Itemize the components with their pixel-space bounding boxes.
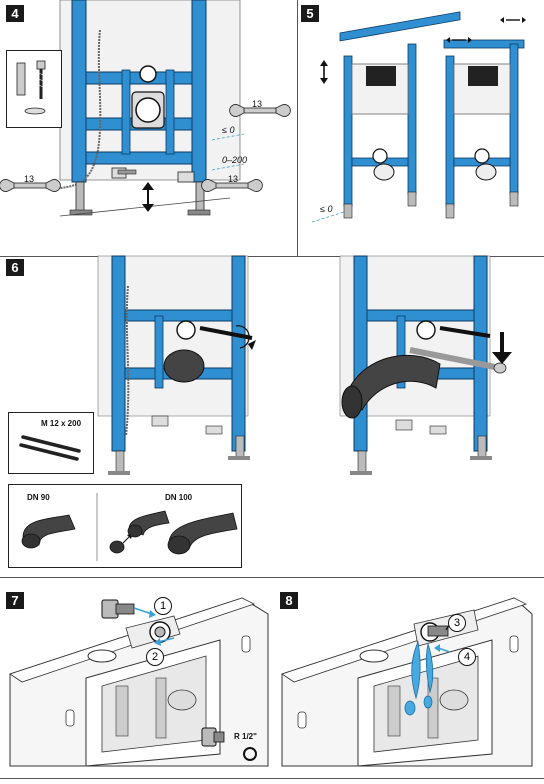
step-8-illustration — [281, 597, 533, 767]
step-7-thread-label: R 1/2" — [234, 732, 257, 741]
step-8-callout-3: 3 — [448, 614, 466, 632]
valve-icon — [101, 599, 135, 619]
step-6-badge: 6 — [6, 259, 24, 276]
step-6-dn100-label: DN 100 — [165, 493, 193, 502]
step-7-callout-1: 1 — [154, 597, 172, 615]
arrow-down-icon — [492, 352, 512, 364]
step-4-illustration — [0, 0, 291, 217]
step-6-bolts-inset: M 12 x 200 — [8, 412, 94, 474]
step-4-wrench-left-size: 13 — [24, 174, 35, 184]
step-6-dn-inset: DN 90 DN 100 — [8, 484, 242, 568]
step-4-wrench-right-size: 13 — [252, 99, 263, 109]
step-8-badge: 8 — [280, 592, 298, 609]
water-drop-icon — [404, 640, 434, 716]
step-7-badge: 7 — [6, 592, 24, 609]
divider-row-1 — [0, 256, 544, 257]
step-6-illustration — [97, 255, 512, 475]
step-4-fixings-inset — [6, 50, 62, 128]
step-4-badge: 4 — [6, 5, 24, 22]
step-4-dim-upper: ≤ 0 — [222, 125, 235, 135]
step-7-callout-2: 2 — [146, 648, 164, 666]
divider-bottom — [0, 778, 544, 779]
step-5-illustration — [311, 11, 526, 223]
wrench-right-icon — [229, 104, 291, 117]
anchor-icon — [16, 62, 26, 96]
step-6-bolt-spec: M 12 x 200 — [41, 419, 82, 428]
divider-row-2 — [0, 577, 544, 578]
step-7-illustration — [9, 597, 269, 767]
fitting-icon — [201, 727, 257, 761]
step-4-dim-lower: 0–200 — [222, 155, 248, 165]
divider-4-5 — [297, 0, 298, 256]
step-4-wrench-bottom-size: 13 — [228, 174, 239, 184]
step-5-dim-floor: ≤ 0 — [320, 204, 333, 214]
washer-icon — [24, 107, 46, 115]
step-5-badge: 5 — [301, 5, 319, 22]
wrench-bottom-icon — [201, 179, 263, 192]
step-8-callout-4: 4 — [458, 648, 476, 666]
wrench-left-icon — [0, 179, 61, 192]
step-6-dn90-label: DN 90 — [27, 493, 50, 502]
